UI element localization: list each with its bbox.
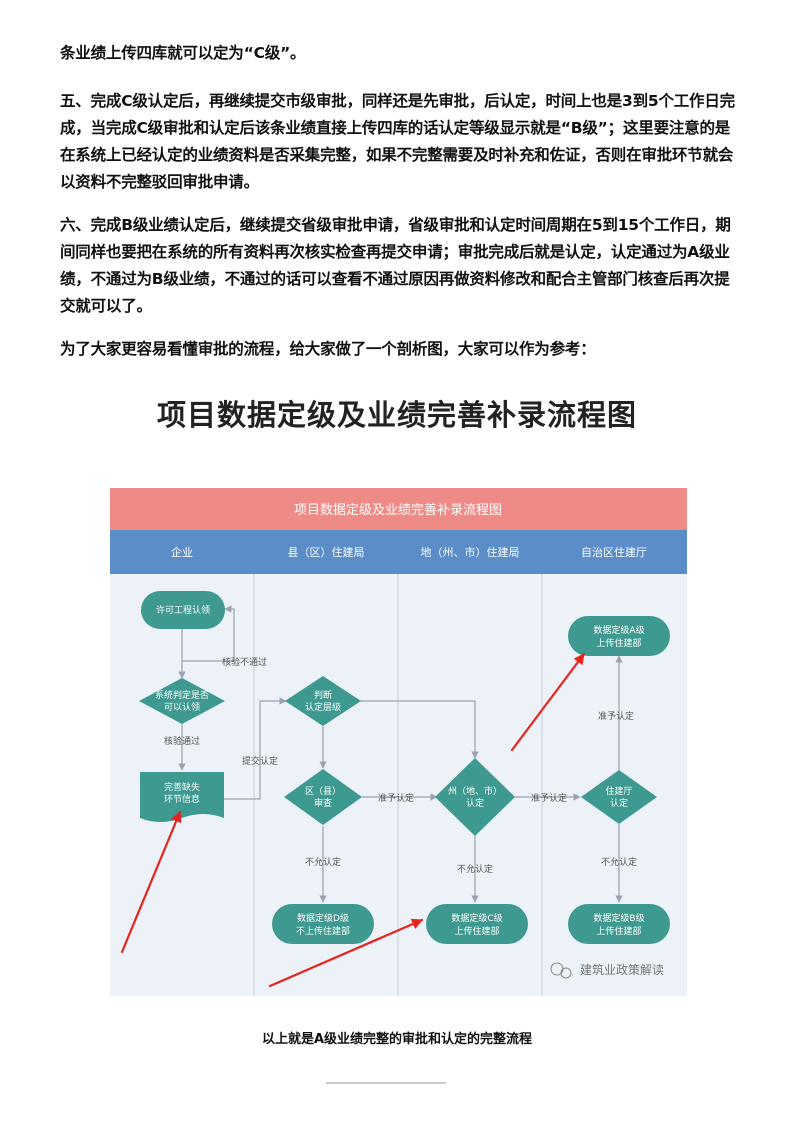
paragraph-step-five: 五、完成C级认定后，再继续提交市级审批，同样还是先审批，后认定，时间上也是3到5… (60, 92, 735, 191)
node-level-b (568, 904, 670, 944)
node-county-review-line1: 区（县） (305, 786, 341, 797)
node-improve-doc (140, 772, 224, 822)
node-level-b-line1: 数据定级B级 (593, 912, 644, 924)
edge-check-fail (182, 605, 235, 662)
node-level-c-line2: 上传住建部 (454, 925, 499, 937)
node-level-d-line1: 数据定级D级 (297, 912, 349, 924)
node-province-confirm-line1: 住建厅 (605, 785, 632, 797)
node-level-b-line2: 上传住建部 (596, 925, 641, 937)
node-province-confirm-line2: 认定 (610, 797, 628, 809)
label-reject-county: 不允认定 (305, 856, 341, 868)
node-level-c (426, 904, 528, 944)
figure-title: 项目数据定级及业绩完善补录流程图 (156, 398, 637, 432)
node-system-check-line2: 可以认领 (164, 701, 200, 713)
node-city-confirm (435, 758, 515, 836)
label-approve-province: 准予认定 (598, 710, 634, 722)
paragraph-intro: 条业绩上传四库就可以定为“C级”。 (60, 44, 306, 62)
node-judge-level-line2: 认定层级 (305, 701, 341, 713)
node-judge-level-line1: 判断 (314, 689, 332, 701)
label-approve-city: 准予认定 (531, 792, 567, 804)
edge-judge-to-city (360, 700, 479, 759)
flowchart-header-text: 项目数据定级及业绩完善补录流程图 (294, 502, 502, 518)
node-county-review (284, 769, 362, 825)
node-system-check-line1: 系统判定是否 (155, 689, 209, 701)
red-arrow-improve-doc (120, 810, 182, 954)
paragraph-step-six: 六、完成B级业绩认定后，继续提交省级审批申请，省级审批和认定时间周期在5到15个… (60, 216, 731, 315)
label-reject-city: 不允认定 (457, 863, 493, 875)
footer-divider (326, 1082, 446, 1084)
node-license (141, 591, 225, 629)
lane-header-bar (110, 530, 687, 574)
red-arrow-level-a (510, 652, 586, 752)
label-check-fail: 核验不通过 (222, 656, 267, 668)
edge-submit (224, 697, 287, 800)
red-arrow-level-c (268, 918, 424, 988)
node-improve-doc-line1: 完善缺失 (164, 781, 200, 793)
lane-title-county: 县（区）住建局 (288, 545, 365, 559)
watermark: 建筑业政策解读 (550, 962, 664, 979)
label-check-pass: 核验通过 (164, 735, 200, 747)
label-approve-county: 准予认定 (378, 792, 414, 804)
node-level-c-line1: 数据定级C级 (451, 912, 502, 924)
node-province-confirm (581, 770, 657, 824)
label-submit: 提交认定 (242, 755, 278, 767)
paragraph-reference: 为了大家更容易看懂审批的流程，给大家做了一个剖析图，大家可以作为参考： (60, 340, 596, 358)
node-level-d-line2: 不上传住建部 (296, 925, 350, 937)
node-license-text: 许可工程认领 (156, 604, 210, 616)
flowchart-header-bar (110, 488, 687, 530)
flowchart-figure: 项目数据定级及业绩完善补录流程图 企业 县（区）住建局 地（州、市）住建局 自治… (110, 488, 687, 996)
node-level-a-line1: 数据定级A级 (593, 624, 644, 636)
lane-title-enterprise: 企业 (171, 545, 193, 559)
node-level-a-line2: 上传住建部 (596, 637, 641, 649)
node-level-a (568, 616, 670, 656)
wechat-icon-bubble (560, 967, 572, 979)
node-city-confirm-line2: 认定 (466, 797, 484, 809)
node-judge-level (285, 676, 361, 726)
node-county-review-line2: 审查 (314, 797, 332, 809)
label-reject-province: 不允认定 (601, 856, 637, 868)
watermark-text: 建筑业政策解读 (580, 962, 664, 977)
node-city-confirm-line1: 州（地、市） (448, 785, 502, 797)
figure-caption: 以上就是A级业绩完整的审批和认定的完整流程 (261, 1032, 533, 1047)
node-system-check (139, 678, 225, 724)
node-level-d (272, 904, 374, 944)
lane-title-province: 自治区住建厅 (581, 545, 647, 559)
node-improve-doc-line2: 环节信息 (164, 793, 200, 805)
lane-title-city: 地（州、市）住建局 (421, 545, 520, 559)
